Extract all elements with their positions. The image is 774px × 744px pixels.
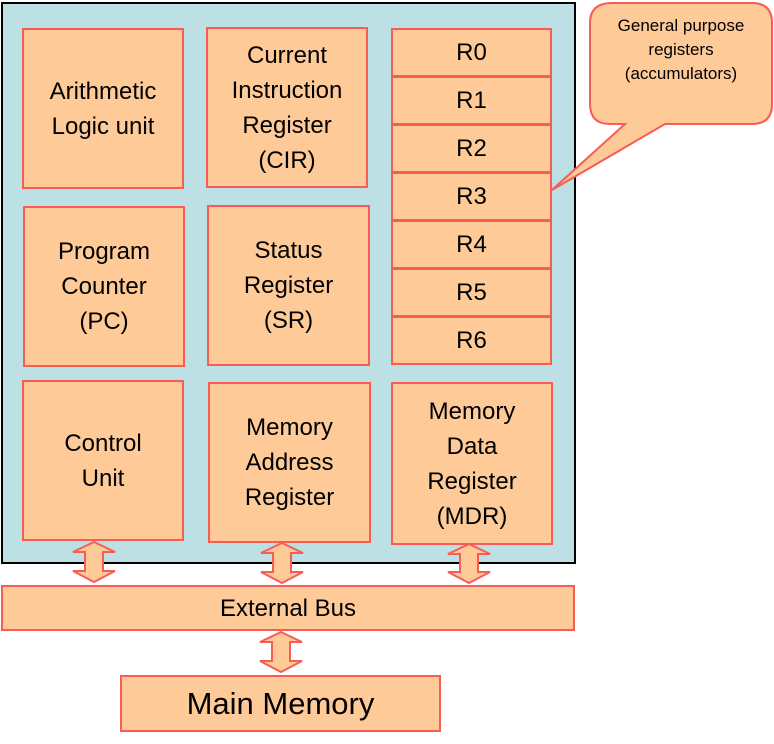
sr-box: Status Register (SR) [207, 205, 370, 366]
register-r0: R0 [391, 28, 552, 77]
alu-box: Arithmetic Logic unit [22, 28, 184, 189]
mar-label: Memory Address Register [244, 414, 335, 511]
main-memory-label: Main Memory [186, 686, 375, 721]
main-memory: Main Memory [120, 675, 441, 732]
mdr-label: Memory Data Register (MDR) [427, 397, 517, 530]
control-unit-box: Control Unit [22, 380, 184, 541]
mar-box: Memory Address Register [208, 382, 371, 543]
control-unit-label: Control Unit [64, 429, 142, 492]
sr-label: Status Register (SR) [243, 237, 334, 334]
register-r4: R4 [391, 220, 552, 269]
alu-label: Arithmetic Logic unit [49, 77, 157, 140]
callout-bubble [551, 1, 773, 191]
register-r6: R6 [391, 316, 552, 365]
bidirectional-arrow-mdr-bus [447, 542, 491, 585]
pc-box: Program Counter (PC) [23, 206, 185, 367]
register-r5: R5 [391, 268, 552, 317]
bidirectional-arrow-cu-bus [72, 540, 116, 584]
external-bus: External Bus [1, 585, 575, 631]
bidirectional-arrow-bus-memory [259, 630, 303, 674]
cir-box: Current Instruction Register (CIR) [206, 27, 368, 188]
pc-label: Program Counter (PC) [57, 238, 151, 335]
callout-text: General purpose registers (accumulators) [617, 16, 745, 83]
mdr-box: Memory Data Register (MDR) [391, 382, 553, 545]
external-bus-label: External Bus [219, 594, 357, 622]
cir-label: Current Instruction Register (CIR) [231, 41, 343, 174]
bidirectional-arrow-mar-bus [260, 541, 304, 585]
register-r2: R2 [391, 124, 552, 173]
